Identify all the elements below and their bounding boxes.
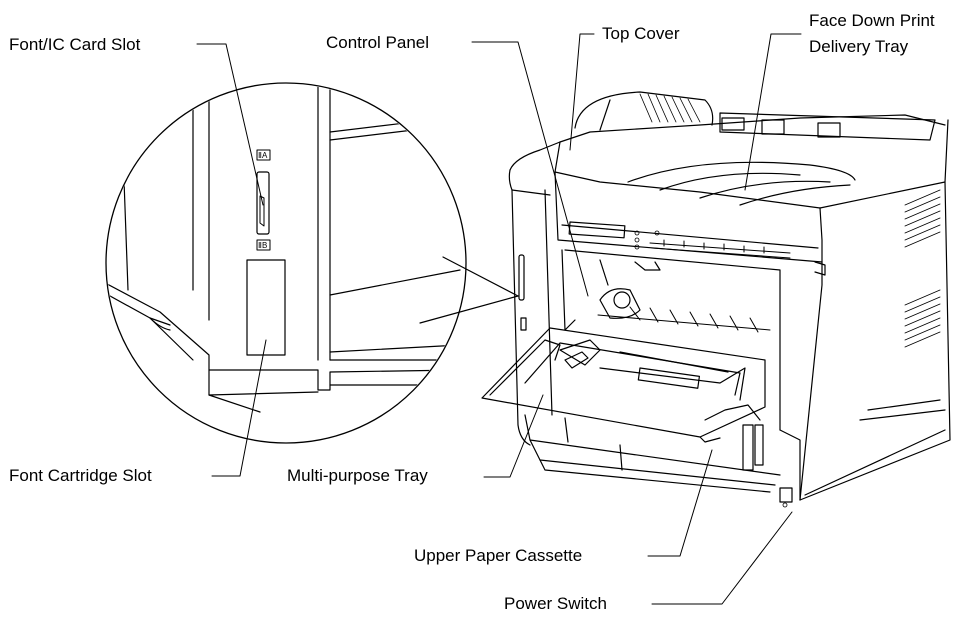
leader-font-ic-card-slot — [197, 44, 263, 205]
label-control-panel: Control Panel — [326, 33, 430, 52]
label-top-cover: Top Cover — [602, 24, 680, 43]
detail-connector-bottom — [420, 296, 518, 323]
slot-mark-b: ⅡB — [258, 241, 267, 250]
leader-lines — [197, 34, 801, 604]
mp-tray-outline — [482, 328, 765, 437]
printer-body — [482, 92, 950, 507]
label-multi-purpose-tray: Multi-purpose Tray — [287, 466, 428, 485]
label-face-down-print-1: Face Down Print — [809, 11, 935, 30]
detail-connector-top — [443, 257, 518, 296]
slot-mark-a: ⅡA — [258, 151, 268, 160]
leader-control-panel — [472, 42, 588, 296]
leader-top-cover — [570, 34, 594, 150]
label-font-cartridge-slot: Font Cartridge Slot — [9, 466, 152, 485]
leader-upper-paper-cassette — [648, 450, 712, 556]
magnified-detail: ⅡA ⅡB — [90, 80, 518, 443]
leader-face-down-tray — [745, 34, 801, 190]
leader-multi-purpose-tray — [484, 395, 543, 477]
leader-font-cartridge-slot — [212, 340, 266, 476]
label-upper-paper-cassette: Upper Paper Cassette — [414, 546, 583, 565]
label-font-ic-card-slot: Font/IC Card Slot — [9, 35, 141, 54]
detail-circle — [106, 83, 466, 443]
label-face-down-print-2: Delivery Tray — [809, 37, 909, 56]
leader-power-switch — [652, 512, 792, 604]
label-power-switch: Power Switch — [504, 594, 607, 613]
